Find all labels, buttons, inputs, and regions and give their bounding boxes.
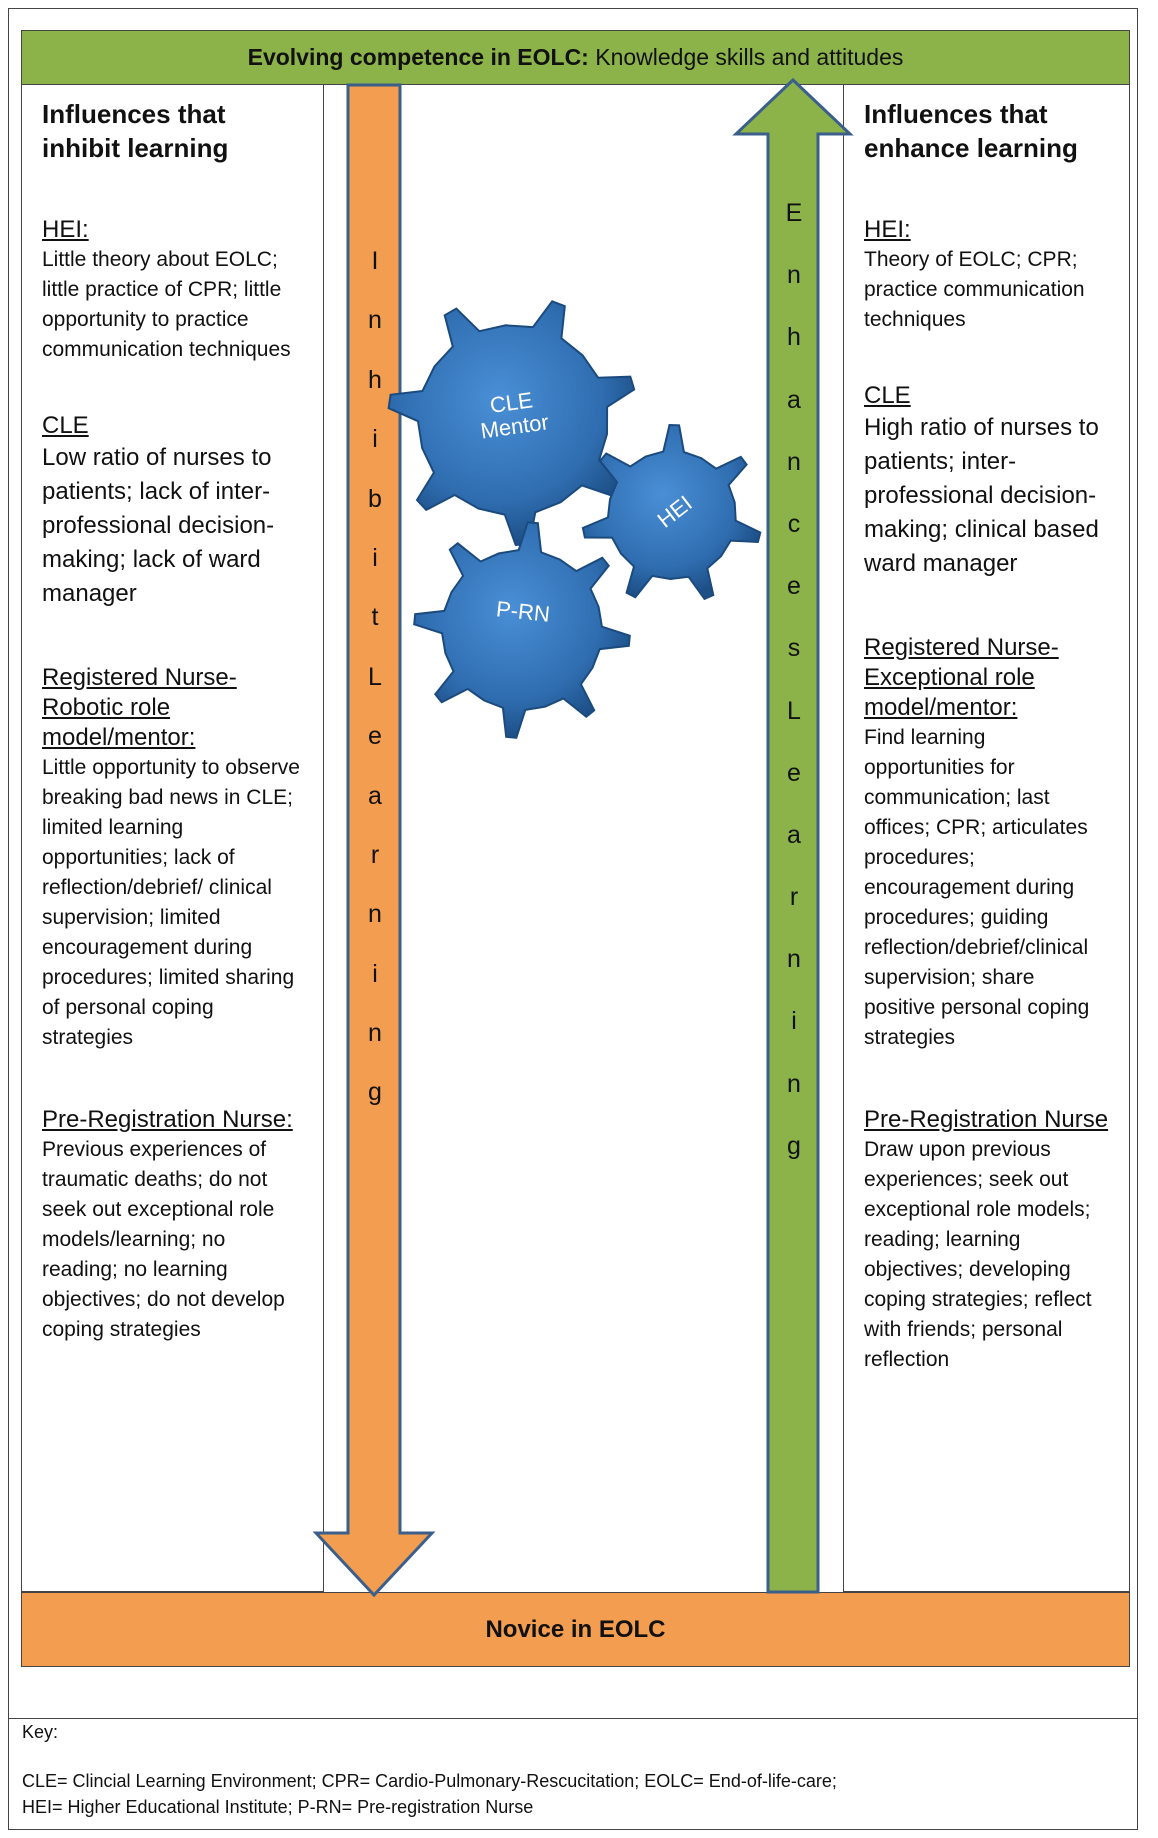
right-section-hei: HEI: Theory of EOLC; CPR; practice commu…	[864, 215, 1109, 335]
arrow-letter: h	[368, 365, 382, 394]
right-panel-title: Influences that enhance learning	[864, 97, 1109, 165]
enhance-up-arrow	[732, 77, 854, 1594]
arrow-letter: r	[370, 840, 380, 869]
arrow-letter: e	[368, 722, 382, 751]
right-panel-enhance: Influences that enhance learning HEI: Th…	[843, 85, 1130, 1592]
right-section-body: Draw upon previous experiences; seek out…	[864, 1138, 1092, 1371]
arrow-letter: n	[368, 1019, 382, 1048]
left-title-line2: inhibit learning	[42, 133, 229, 163]
key-divider	[8, 1718, 1138, 1719]
arrow-letter: i	[791, 1007, 797, 1036]
top-banner: Evolving competence in EOLC: Knowledge s…	[21, 30, 1130, 85]
right-section-cle: CLE High ratio of nurses to patients; in…	[864, 381, 1109, 581]
arrow-letter: L	[787, 696, 801, 725]
right-section-body: Theory of EOLC; CPR; practice communicat…	[864, 248, 1085, 331]
arrow-letter: i	[372, 543, 378, 572]
arrow-letter: n	[787, 1069, 801, 1098]
left-section-body: Previous experiences of traumatic deaths…	[42, 1138, 285, 1341]
gear-hei	[581, 423, 762, 601]
arrow-letter: L	[368, 662, 382, 691]
arrow-letter: c	[787, 509, 801, 538]
right-section-title: Pre-Registration Nurse	[864, 1106, 1109, 1133]
arrow-letter: e	[787, 758, 801, 787]
gear-cle-mentor	[387, 300, 636, 547]
right-title-line1: Influences that	[864, 99, 1048, 129]
right-title-line2: enhance learning	[864, 133, 1078, 163]
right-section-body: Find learning opportunities for communic…	[864, 726, 1090, 1049]
arrow-letter: I	[371, 247, 379, 275]
arrow-letter: s	[787, 634, 801, 663]
left-panel-title: Influences that inhibit learning	[42, 97, 303, 165]
arrow-letter: e	[787, 572, 801, 601]
left-section-body: Little opportunity to observe breaking b…	[42, 756, 300, 1049]
left-section-title: CLE	[42, 412, 89, 439]
left-section-title: Registered Nurse-Robotic role model/ment…	[42, 664, 237, 751]
inhibit-down-arrow	[312, 83, 436, 1598]
key-title: Key:	[22, 1722, 59, 1742]
right-section-title: Registered Nurse-Exceptional role model/…	[864, 634, 1059, 721]
gear-prn	[413, 521, 631, 739]
bottom-banner-label: Novice in EOLC	[485, 1615, 666, 1643]
left-section-body: Low ratio of nurses to patients; lack of…	[42, 444, 275, 607]
left-section-pre-registration: Pre-Registration Nurse: Previous experie…	[42, 1105, 303, 1345]
figure-frame	[8, 8, 1138, 1830]
left-section-cle: CLE Low ratio of nurses to patients; lac…	[42, 411, 303, 611]
right-section-pre-registration: Pre-Registration Nurse Draw upon previou…	[864, 1105, 1109, 1375]
gears-group	[387, 300, 762, 739]
top-banner-bold: Evolving competence in EOLC:	[247, 44, 589, 70]
arrow-letter: n	[787, 447, 801, 476]
arrow-letter: i	[372, 959, 378, 988]
arrow-letter: g	[787, 1131, 801, 1160]
arrow-letter: h	[787, 323, 801, 352]
arrow-letter: n	[368, 306, 382, 335]
left-section-title: HEI:	[42, 216, 89, 243]
arrow-letter: E	[785, 199, 803, 227]
key-line-2: HEI= Higher Educational Institute; P-RN=…	[22, 1797, 534, 1817]
key-line-1: CLE= Clincial Learning Environment; CPR=…	[22, 1771, 837, 1791]
arrow-letter: a	[368, 781, 382, 810]
left-section-body: Little theory about EOLC; little practic…	[42, 248, 291, 361]
arrow-letter: t	[371, 603, 379, 632]
left-section-registered-nurse: Registered Nurse-Robotic role model/ment…	[42, 663, 303, 1053]
left-section-hei: HEI: Little theory about EOLC; little pr…	[42, 215, 303, 365]
arrow-letter: g	[368, 1078, 382, 1107]
arrow-letter: a	[787, 385, 801, 414]
arrow-letter: n	[368, 900, 382, 929]
right-section-body: High ratio of nurses to patients; inter-…	[864, 414, 1099, 577]
arrow-letter: r	[789, 883, 799, 912]
bottom-banner: Novice in EOLC	[21, 1592, 1130, 1667]
arrow-letter: a	[787, 820, 801, 849]
arrow-letter: n	[787, 945, 801, 974]
right-section-title: CLE	[864, 382, 911, 409]
left-panel-inhibit: Influences that inhibit learning HEI: Li…	[21, 85, 324, 1592]
right-section-registered-nurse: Registered Nurse-Exceptional role model/…	[864, 633, 1109, 1053]
top-banner-rest: Knowledge skills and attitudes	[588, 44, 904, 70]
left-section-title: Pre-Registration Nurse:	[42, 1106, 293, 1133]
arrow-letter: i	[372, 425, 378, 454]
left-title-line1: Influences that	[42, 99, 226, 129]
arrow-letter: b	[368, 484, 382, 513]
arrow-letter: n	[787, 261, 801, 290]
right-section-title: HEI:	[864, 216, 911, 243]
